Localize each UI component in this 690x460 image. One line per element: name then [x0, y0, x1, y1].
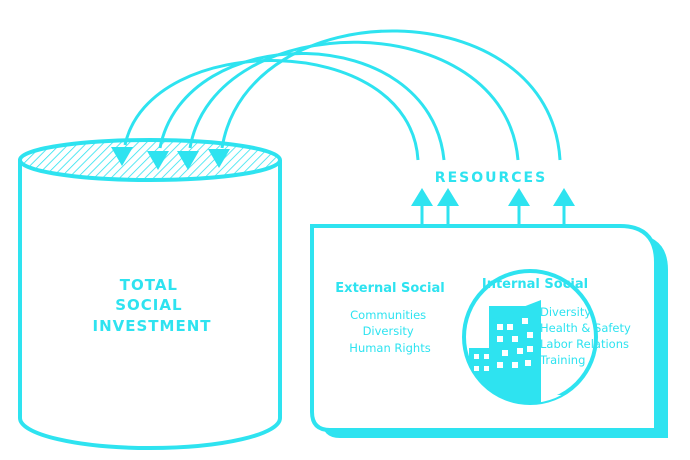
internal-social-item: Health & Safety: [540, 321, 631, 335]
cylinder-body: [18, 160, 282, 450]
internal-social-item: Diversity: [540, 305, 591, 319]
resource-return-arcs: [123, 29, 562, 161]
internal-social-item: Labor Relations: [540, 337, 629, 351]
internal-social-title: Internal Social: [482, 277, 588, 292]
return-arc-3: [188, 40, 520, 161]
cylinder-top: [18, 138, 282, 182]
external-social-title: External Social: [335, 281, 444, 296]
internal-social-item: Training: [539, 353, 585, 367]
return-arc-4: [220, 29, 562, 161]
external-social-item: Diversity: [363, 324, 414, 338]
cylinder-label-line-3: INVESTMENT: [93, 317, 212, 335]
external-social-item: Communities: [350, 308, 426, 322]
investment-cylinder: [18, 138, 282, 450]
resources-label: RESOURCES: [435, 170, 547, 186]
return-arc-1: [123, 59, 420, 161]
return-arc-2: [158, 51, 446, 161]
internal-social-list: Diversity Health & Safety Labor Relation…: [539, 305, 634, 367]
return-arrowhead-4: [208, 149, 230, 168]
external-social-list: Communities Diversity Human Rights: [349, 308, 430, 355]
return-arrowhead-3: [177, 151, 199, 170]
up-arrowhead-3: [508, 188, 530, 206]
cylinder-label: TOTAL SOCIAL INVESTMENT: [93, 276, 212, 335]
cylinder-label-line-2: SOCIAL: [115, 296, 182, 314]
external-social-item: Human Rights: [349, 341, 430, 355]
up-arrowheads: [411, 188, 575, 206]
return-arrowheads: [111, 147, 230, 170]
up-arrowhead-2: [437, 188, 459, 206]
return-arrowhead-1: [111, 147, 133, 166]
cylinder-label-line-1: TOTAL: [120, 276, 178, 294]
return-arrowhead-2: [147, 151, 169, 170]
up-arrowhead-4: [553, 188, 575, 206]
resource-up-arrows: [420, 204, 566, 225]
up-arrowhead-1: [411, 188, 433, 206]
